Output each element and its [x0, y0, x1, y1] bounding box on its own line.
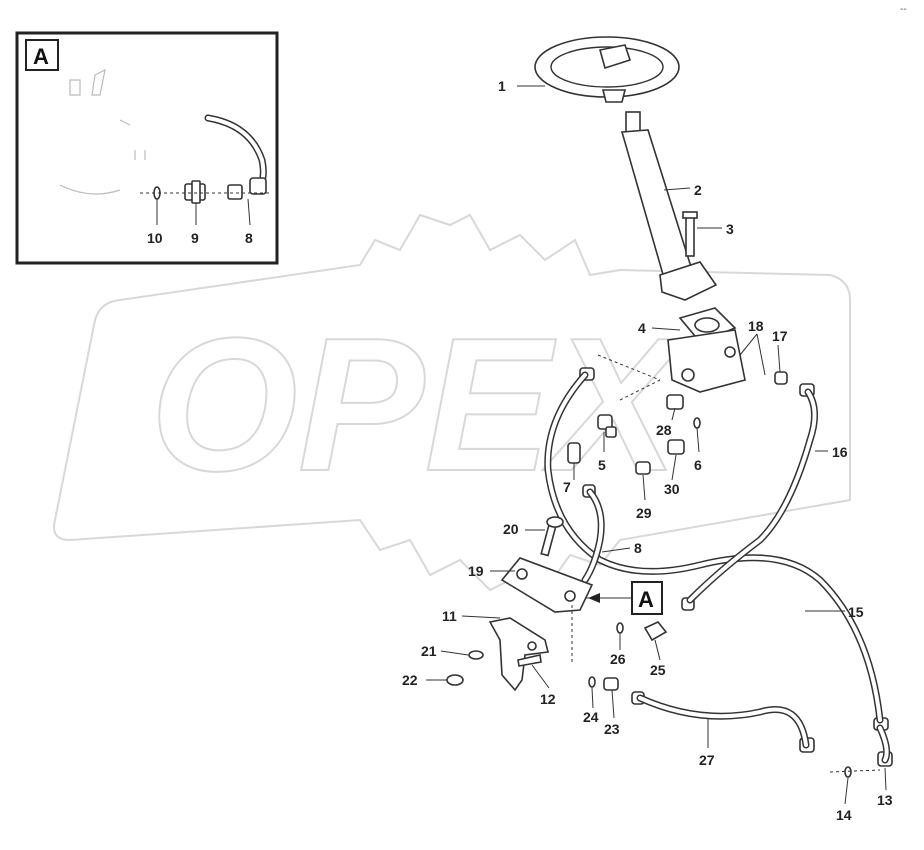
callout-11: 11	[442, 608, 457, 624]
callout-6: 6	[694, 457, 702, 473]
steering-unit	[667, 307, 746, 393]
callouts: 1 2 3 4 18 17 16 28 5 6 7 30 29 8 20 19 …	[402, 78, 893, 823]
brackets	[488, 557, 594, 692]
callout-17: 17	[772, 328, 788, 344]
callout-23: 23	[604, 721, 620, 737]
callout-19: 19	[468, 563, 484, 579]
inset-tag: A	[33, 44, 49, 69]
inset-callout-8: 8	[245, 230, 253, 246]
callout-28: 28	[656, 422, 672, 438]
callout-4: 4	[638, 320, 646, 336]
watermark: OPEX	[53, 213, 851, 592]
callout-24: 24	[583, 709, 599, 725]
watermark-text: OPEX	[150, 299, 688, 511]
callout-15: 15	[848, 604, 864, 620]
inset-callout-9: 9	[191, 230, 199, 246]
callout-12: 12	[540, 691, 556, 707]
hoses	[544, 371, 891, 764]
leader-lines	[426, 85, 887, 805]
callout-7: 7	[563, 479, 571, 495]
corner-mark: --	[900, 4, 907, 15]
callout-13: 13	[877, 792, 893, 808]
callout-14: 14	[836, 807, 852, 823]
callout-16: 16	[832, 444, 848, 460]
callout-8: 8	[634, 540, 642, 556]
callout-21: 21	[421, 643, 437, 659]
callout-1: 1	[498, 78, 506, 94]
callout-29: 29	[636, 505, 652, 521]
callout-18: 18	[748, 318, 764, 334]
callout-27: 27	[699, 752, 715, 768]
steering-column	[620, 111, 718, 301]
steering-wheel	[534, 36, 680, 103]
callout-22: 22	[402, 672, 418, 688]
callout-30: 30	[664, 481, 680, 497]
callout-2: 2	[694, 182, 702, 198]
bolts	[446, 516, 564, 686]
callout-5: 5	[598, 457, 606, 473]
view-marker-a-label: A	[638, 587, 654, 612]
callout-20: 20	[503, 521, 519, 537]
view-marker-a: A	[585, 581, 663, 615]
callout-25: 25	[650, 662, 666, 678]
bolt-3	[682, 211, 698, 257]
fittings	[567, 367, 893, 778]
inset-detail-a: A 10 9 8	[15, 31, 279, 265]
callout-26: 26	[610, 651, 626, 667]
callout-3: 3	[726, 221, 734, 237]
inset-callout-10: 10	[147, 230, 163, 246]
